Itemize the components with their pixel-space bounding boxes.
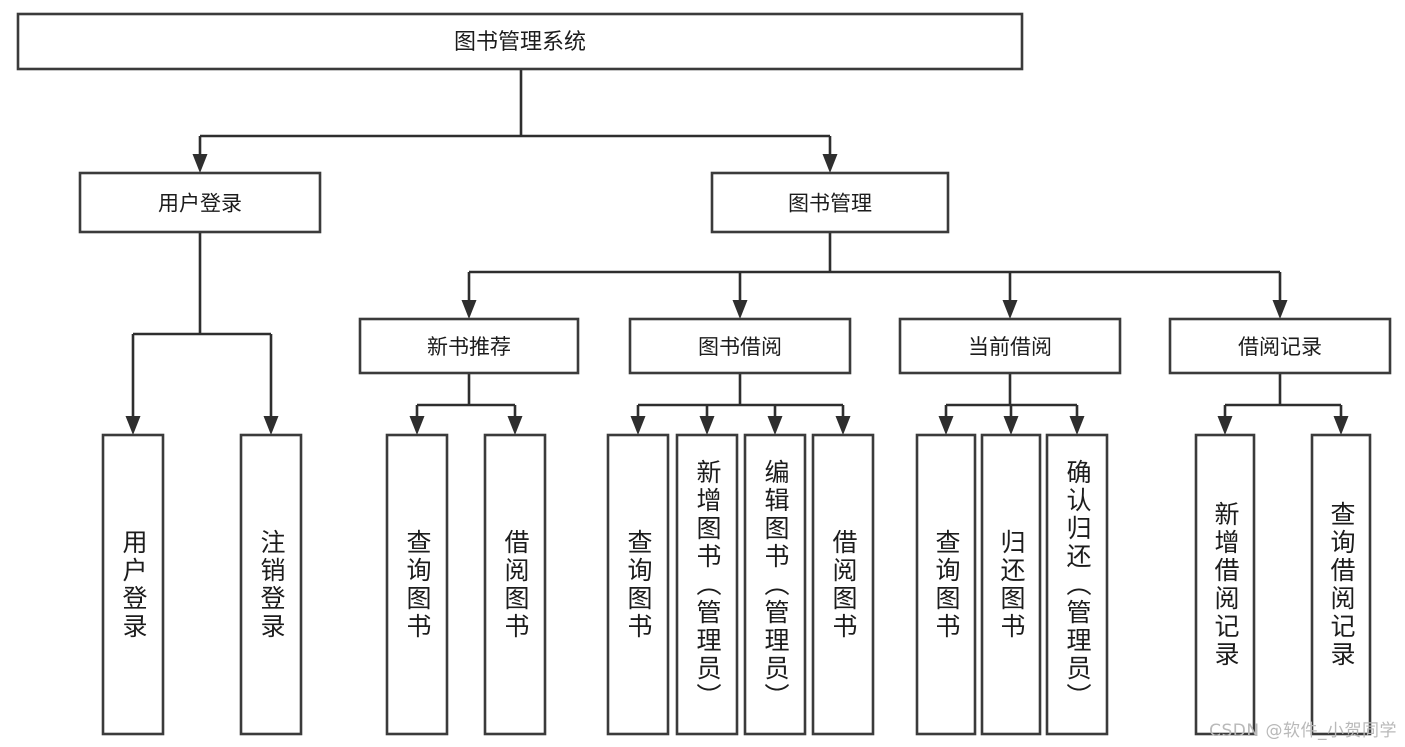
node-box-leaf-add-borrow-record[interactable]	[1194, 433, 1256, 736]
node-box-leaf-logout[interactable]	[239, 433, 303, 736]
node-box-root[interactable]	[16, 12, 1024, 71]
arrow-head-icon	[938, 416, 954, 435]
node-box-leaf-borrow-book-recommend[interactable]	[483, 433, 547, 736]
node-label-borrow-record: 借阅记录	[1238, 335, 1322, 359]
node-box-leaf-query-book-current[interactable]	[915, 433, 977, 736]
arrow-head-icon	[409, 416, 425, 435]
connector-recommend-to-leaves	[409, 373, 523, 435]
watermark-text: CSDN @软件_小贺同学	[1209, 721, 1397, 741]
arrow-head-icon	[263, 416, 279, 435]
node-box-layer	[16, 12, 1392, 736]
node-box-book-borrow[interactable]	[628, 317, 852, 375]
node-box-leaf-return-book[interactable]	[980, 433, 1042, 736]
node-box-borrow-record[interactable]	[1168, 317, 1392, 375]
connector-borrow-to-leaves	[630, 373, 851, 435]
node-box-leaf-query-borrow-record[interactable]	[1310, 433, 1372, 736]
node-label-new-book-recommend: 新书推荐	[427, 335, 511, 359]
node-box-current-borrow[interactable]	[898, 317, 1122, 375]
connector-root-to-level2	[192, 69, 838, 173]
connector-record-to-leaves	[1217, 373, 1349, 435]
node-label-book-borrow: 图书借阅	[698, 335, 782, 359]
node-box-user-login[interactable]	[78, 171, 322, 234]
arrow-head-icon	[1333, 416, 1349, 435]
node-label-user-login: 用户登录	[158, 192, 242, 216]
arrow-head-icon	[507, 416, 523, 435]
node-box-leaf-user-login[interactable]	[101, 433, 165, 736]
arrow-head-icon	[822, 154, 838, 173]
arrow-head-icon	[1003, 416, 1019, 435]
node-box-leaf-query-book-borrow[interactable]	[606, 433, 670, 736]
arrow-head-icon	[767, 416, 783, 435]
arrow-head-icon	[630, 416, 646, 435]
arrow-head-icon	[192, 154, 208, 173]
arrow-head-icon	[461, 300, 477, 319]
arrow-head-icon	[835, 416, 851, 435]
arrow-head-icon	[1002, 300, 1018, 319]
node-box-leaf-confirm-return[interactable]	[1045, 433, 1109, 736]
node-box-leaf-add-book[interactable]	[675, 433, 739, 736]
arrow-head-icon	[1217, 416, 1233, 435]
node-label-book-manage: 图书管理	[788, 192, 872, 216]
node-box-leaf-edit-book[interactable]	[743, 433, 807, 736]
node-label-current-borrow: 当前借阅	[968, 335, 1052, 359]
node-box-new-book-recommend[interactable]	[358, 317, 580, 375]
connector-layer	[125, 69, 1349, 435]
connector-current-to-leaves	[938, 373, 1085, 435]
arrow-head-icon	[732, 300, 748, 319]
arrow-head-icon	[699, 416, 715, 435]
node-box-book-manage[interactable]	[710, 171, 950, 234]
arrow-head-icon	[125, 416, 141, 435]
arrow-head-icon	[1272, 300, 1288, 319]
connector-book-manage-to-level3	[461, 232, 1288, 319]
arrow-head-icon	[1069, 416, 1085, 435]
node-box-leaf-borrow-book[interactable]	[811, 433, 875, 736]
node-label-root: 图书管理系统	[454, 30, 586, 55]
connector-user-login-to-leaves	[125, 232, 279, 435]
node-box-leaf-query-book-recommend[interactable]	[385, 433, 449, 736]
